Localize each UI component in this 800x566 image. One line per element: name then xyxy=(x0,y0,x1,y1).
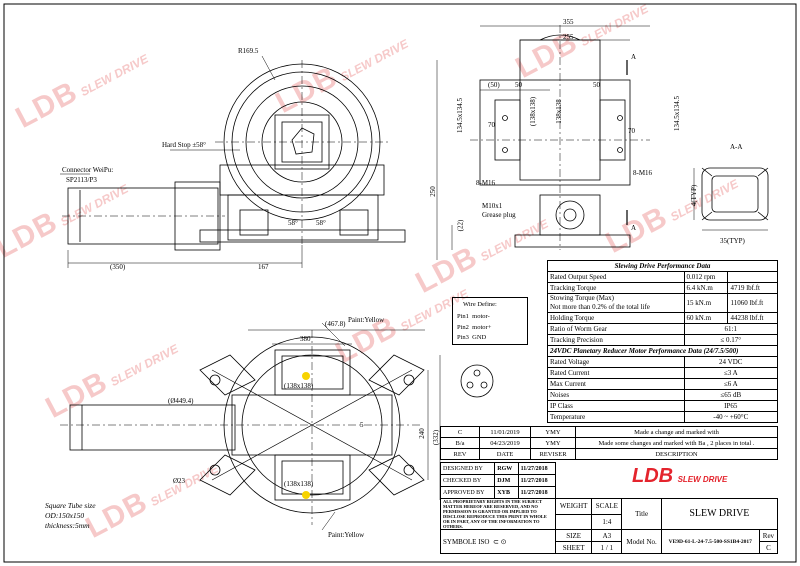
front-view xyxy=(60,55,406,268)
dim-355: 355 xyxy=(563,18,574,26)
section-marker-a: A xyxy=(631,53,637,61)
paint-marker xyxy=(302,491,310,499)
paint-label: Paint:Yellow xyxy=(348,316,385,324)
dim-35typ: 35(TYP) xyxy=(720,237,745,245)
side-view xyxy=(436,25,650,260)
dim-138c: (138x138) xyxy=(284,382,314,390)
company-logo: LDB SLEW DRIVE xyxy=(632,465,728,487)
dim-4494: (Ø449.4) xyxy=(168,397,194,405)
paint-label: Paint:Yellow xyxy=(328,531,365,539)
rev-label: Rev xyxy=(758,529,779,542)
connector-label: Connector WeiPu: xyxy=(62,166,114,174)
perf-title: Slewing Drive Performance Data xyxy=(547,260,778,272)
performance-table: Slewing Drive Performance Data Rated Out… xyxy=(547,260,779,423)
connector-label: SP2113/P3 xyxy=(66,176,97,184)
dim-250: 250 xyxy=(428,186,437,197)
dim-1345a: 134.5x134.5 xyxy=(456,98,464,133)
table-row: Noises≤65 dB xyxy=(547,389,779,401)
table-row: Tracking Precision≤ 0.17° xyxy=(547,334,779,346)
projection-symbol-icon: ⊂ ⊙ xyxy=(492,537,507,546)
square-tube-label: thickness:5mm xyxy=(45,521,90,530)
motor-title: 24VDC Planetary Reducer Motor Performanc… xyxy=(547,345,778,357)
wire-pin-row: Pin1 motor- xyxy=(457,313,490,320)
rev-value: C xyxy=(758,541,779,554)
table-row: Temperature-40 ~ +60°C xyxy=(547,411,779,423)
angle-label: 58° xyxy=(288,219,298,227)
grease-plug-label: Grease plug xyxy=(482,211,516,219)
table-row: Max Current≤6 A xyxy=(547,378,779,390)
square-tube-label: OD:150x150 xyxy=(45,511,85,520)
table-row: Stowing Torque (Max)Not more than 0.2% o… xyxy=(547,293,778,313)
drawing-title: SLEW DRIVE xyxy=(660,498,779,530)
dim-5: 5 xyxy=(360,421,364,429)
dim-23: Ø23 xyxy=(173,477,186,485)
paint-marker xyxy=(302,372,310,380)
sheet-label: SHEET xyxy=(554,541,593,554)
wire-pin-row: Pin2 motor+ xyxy=(457,324,492,331)
dim-138a: (138x138) xyxy=(529,96,538,127)
section-label: A-A xyxy=(730,143,743,151)
dim-167: 167 xyxy=(258,263,269,271)
dim-r169: R169.5 xyxy=(238,47,259,55)
dim-138b: 138x138 xyxy=(554,99,563,124)
dim-380: 380 xyxy=(300,335,311,343)
dim-70b: 70 xyxy=(628,127,635,135)
symbol-iso: SYMBOLE ISO ⊂ ⊙ xyxy=(440,529,556,554)
wire-title: Wire Define: xyxy=(463,301,497,308)
dim-4typ: 4(TYP) xyxy=(690,184,699,207)
model-label: Model No. xyxy=(621,529,662,554)
model-value: VE9D-61-L-24-7.5-500-SS1B4-2017 xyxy=(660,529,760,554)
dim-1345b: 134.5x134.5 xyxy=(673,96,681,131)
size-value: A3 xyxy=(591,529,623,542)
table-row: Rated Current≤3 A xyxy=(547,367,779,379)
wire-define-box: Wire Define: Pin1 motor- Pin2 motor+ Pin… xyxy=(452,297,528,345)
sheet-value: 1 / 1 xyxy=(591,541,623,554)
angle-label: 58° xyxy=(316,219,326,227)
top-view xyxy=(60,322,441,531)
dim-22: (22) xyxy=(456,219,465,232)
title-block: ALL PROPRIETARY RIGHTS IN THE SUBJECT MA… xyxy=(440,498,779,554)
dim-m16b: 8-M16 xyxy=(633,169,653,177)
dim-70a: 70 xyxy=(488,121,495,129)
section-marker-a: A xyxy=(631,224,637,232)
dim-255: 255 xyxy=(563,33,574,41)
size-label: SIZE xyxy=(554,529,593,542)
scale-value: 1:4 xyxy=(591,513,623,530)
square-tube-label: Square Tube size xyxy=(45,501,96,510)
dim-467: (467.8) xyxy=(325,320,346,328)
dim-m10: M10x1 xyxy=(482,202,503,210)
dim-138d: (138x138) xyxy=(284,480,314,488)
dim-m16a: 8-M16 xyxy=(476,179,496,187)
section-a-a xyxy=(693,167,769,231)
dim-240: 240 xyxy=(417,428,426,439)
hard-stop-label: Hard Stop ±58° xyxy=(162,141,206,149)
wire-pin-row: Pin3 GND xyxy=(457,334,487,341)
title-label: Title xyxy=(621,498,662,530)
scale-label: SCALE xyxy=(591,498,623,515)
dim-50c: 50 xyxy=(593,81,600,89)
dim-350: (350) xyxy=(110,263,126,271)
dim-50a: (50) xyxy=(488,81,500,89)
dim-50b: 50 xyxy=(515,81,522,89)
proprietary-notice: ALL PROPRIETARY RIGHTS IN THE SUBJECT MA… xyxy=(440,498,556,530)
weight-label: WEIGHT xyxy=(554,498,593,515)
